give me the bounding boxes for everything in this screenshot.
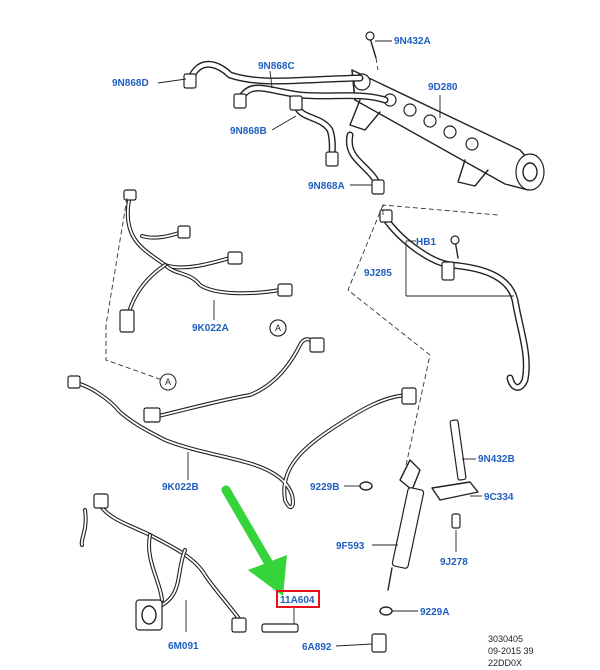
part-label[interactable]: 9N868A: [308, 181, 345, 192]
harness-9k022a-drawing: [119, 189, 293, 337]
part-label[interactable]: 6A892: [302, 642, 332, 653]
part-label[interactable]: 9K022B: [162, 482, 199, 493]
harness-6m091-drawing: [79, 493, 299, 633]
footer-ref-line2: 09-2015 39: [488, 646, 534, 656]
part-label[interactable]: 9N868D: [112, 78, 149, 89]
part-label[interactable]: 9229B: [310, 482, 339, 493]
part-label[interactable]: 9C334: [484, 492, 514, 503]
reference-marker-a-label: A: [275, 323, 281, 333]
part-label[interactable]: 9N432B: [478, 454, 515, 465]
reference-marker-a: A: [269, 319, 287, 337]
highlight-arrow: [221, 485, 287, 596]
part-label[interactable]: 9N868C: [258, 61, 295, 72]
part-label[interactable]: HB1: [416, 237, 436, 248]
part-label[interactable]: 9N868B: [230, 126, 267, 137]
part-label[interactable]: 9K022A: [192, 323, 229, 334]
fuel-pipes-drawing: [183, 60, 389, 195]
part-label[interactable]: 9F593: [336, 541, 365, 552]
part-label[interactable]: 9N432A: [394, 36, 431, 47]
leader-lines: [157, 40, 514, 647]
harness-9k022b-drawing: [67, 337, 417, 510]
part-label[interactable]: 9J285: [364, 268, 392, 279]
injector-drawing: [359, 419, 479, 653]
reference-marker-a: A: [159, 373, 177, 391]
footer-ref-line1: 3030405: [488, 634, 523, 644]
footer-ref-line3: 22DD0X: [488, 658, 522, 668]
reference-marker-a-label: A: [165, 377, 171, 387]
part-label[interactable]: 9229A: [420, 607, 449, 618]
fuel-rail-drawing: [349, 31, 545, 191]
part-label[interactable]: 9J278: [440, 557, 468, 568]
return-line-drawing: [379, 209, 530, 391]
part-label[interactable]: 6M091: [168, 641, 199, 652]
part-label[interactable]: 9D280: [428, 82, 458, 93]
reference-dashed-lines: [105, 197, 499, 471]
part-label[interactable]: 11A604: [280, 595, 315, 606]
highlight-box: [276, 590, 320, 608]
